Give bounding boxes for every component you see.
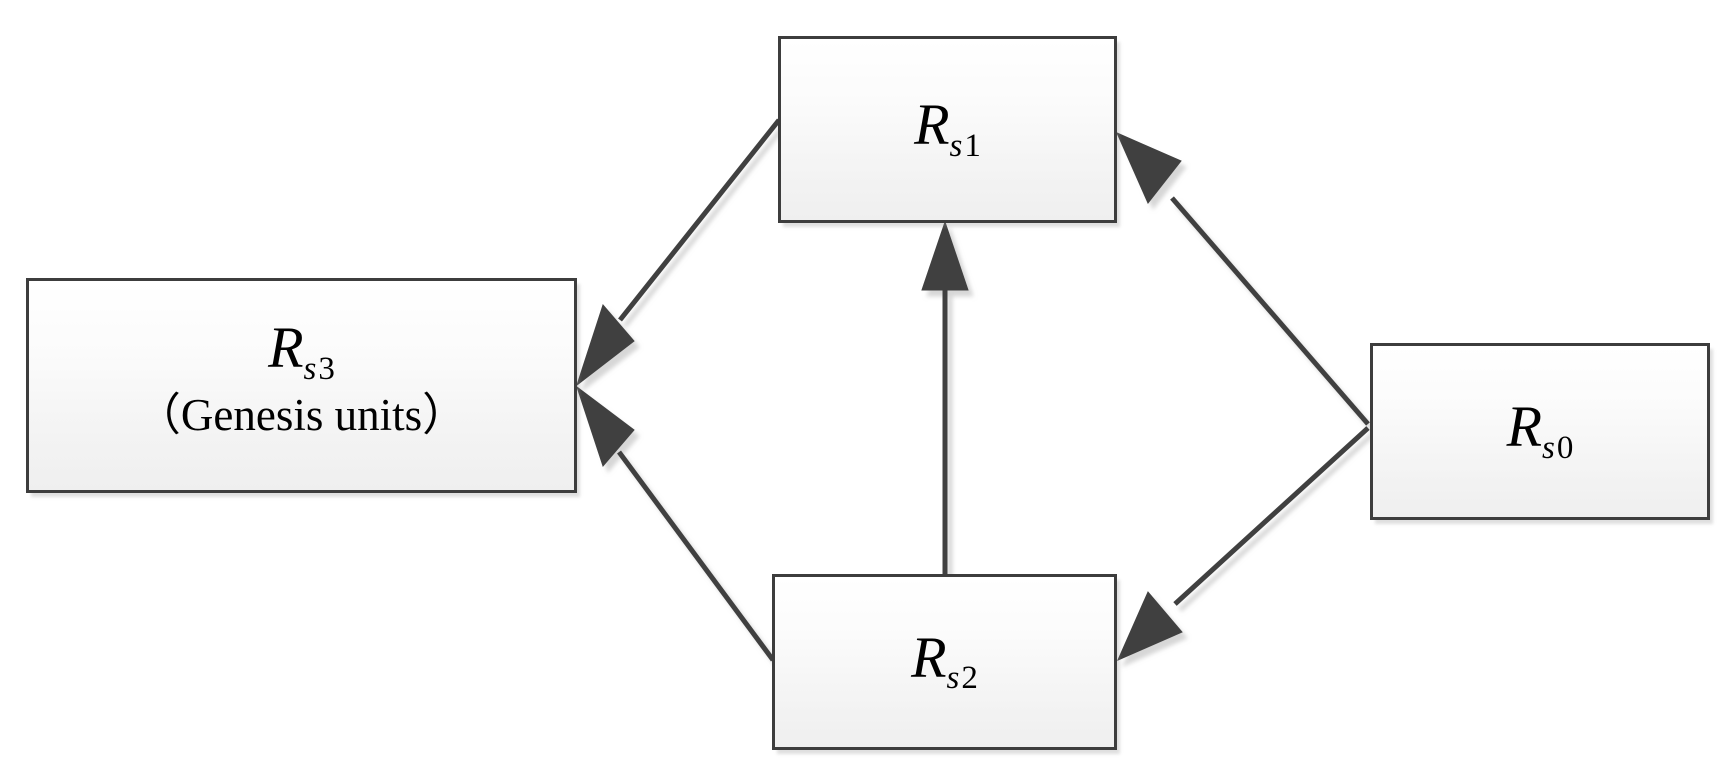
node-rs2-inner: Rs2 [911,628,978,696]
node-rs2-subscript: s2 [947,660,978,696]
node-rs1-sub-index: 1 [964,127,981,164]
node-rs3-label: Rs3 [136,319,467,386]
node-rs0-label: Rs0 [1507,398,1574,465]
node-rs1-inner: Rs1 [914,96,981,163]
node-rs2[interactable]: Rs2 [772,574,1117,750]
edge-rs2-to-rs3 [576,385,776,662]
node-rs2-label: Rs2 [911,628,978,696]
node-rs2-sub-s: s [946,660,960,697]
node-rs0-sub-index: 0 [1556,429,1574,466]
node-rs1-subscript: s1 [950,128,981,164]
node-rs3-inner: Rs3 （Genesis units） [136,319,467,439]
node-rs1-symbol: R [914,92,950,158]
node-rs3-sub-s: s [303,351,317,388]
node-rs2-symbol: R [911,624,947,690]
node-rs3[interactable]: Rs3 （Genesis units） [26,278,577,493]
node-rs0[interactable]: Rs0 [1370,343,1710,520]
edge-rs1-to-rs3 [576,118,781,387]
node-rs3-subscript: s3 [304,351,335,387]
node-rs2-sub-index: 2 [961,660,978,697]
node-rs3-caption: （Genesis units） [135,390,468,441]
node-rs0-subscript: s0 [1542,430,1573,466]
node-rs3-symbol: R [268,315,304,381]
node-rs1[interactable]: Rs1 [778,36,1117,223]
node-rs0-symbol: R [1506,394,1543,460]
edge-rs0-to-rs1 [1116,132,1370,426]
edge-rs2-to-rs1 [921,220,969,574]
edge-rs0-to-rs2 [1117,426,1370,661]
node-rs3-sub-index: 3 [318,351,335,388]
node-rs1-sub-s: s [949,127,963,164]
node-rs0-sub-s: s [1542,429,1555,466]
node-rs1-label: Rs1 [914,96,981,163]
node-rs0-inner: Rs0 [1507,398,1574,465]
